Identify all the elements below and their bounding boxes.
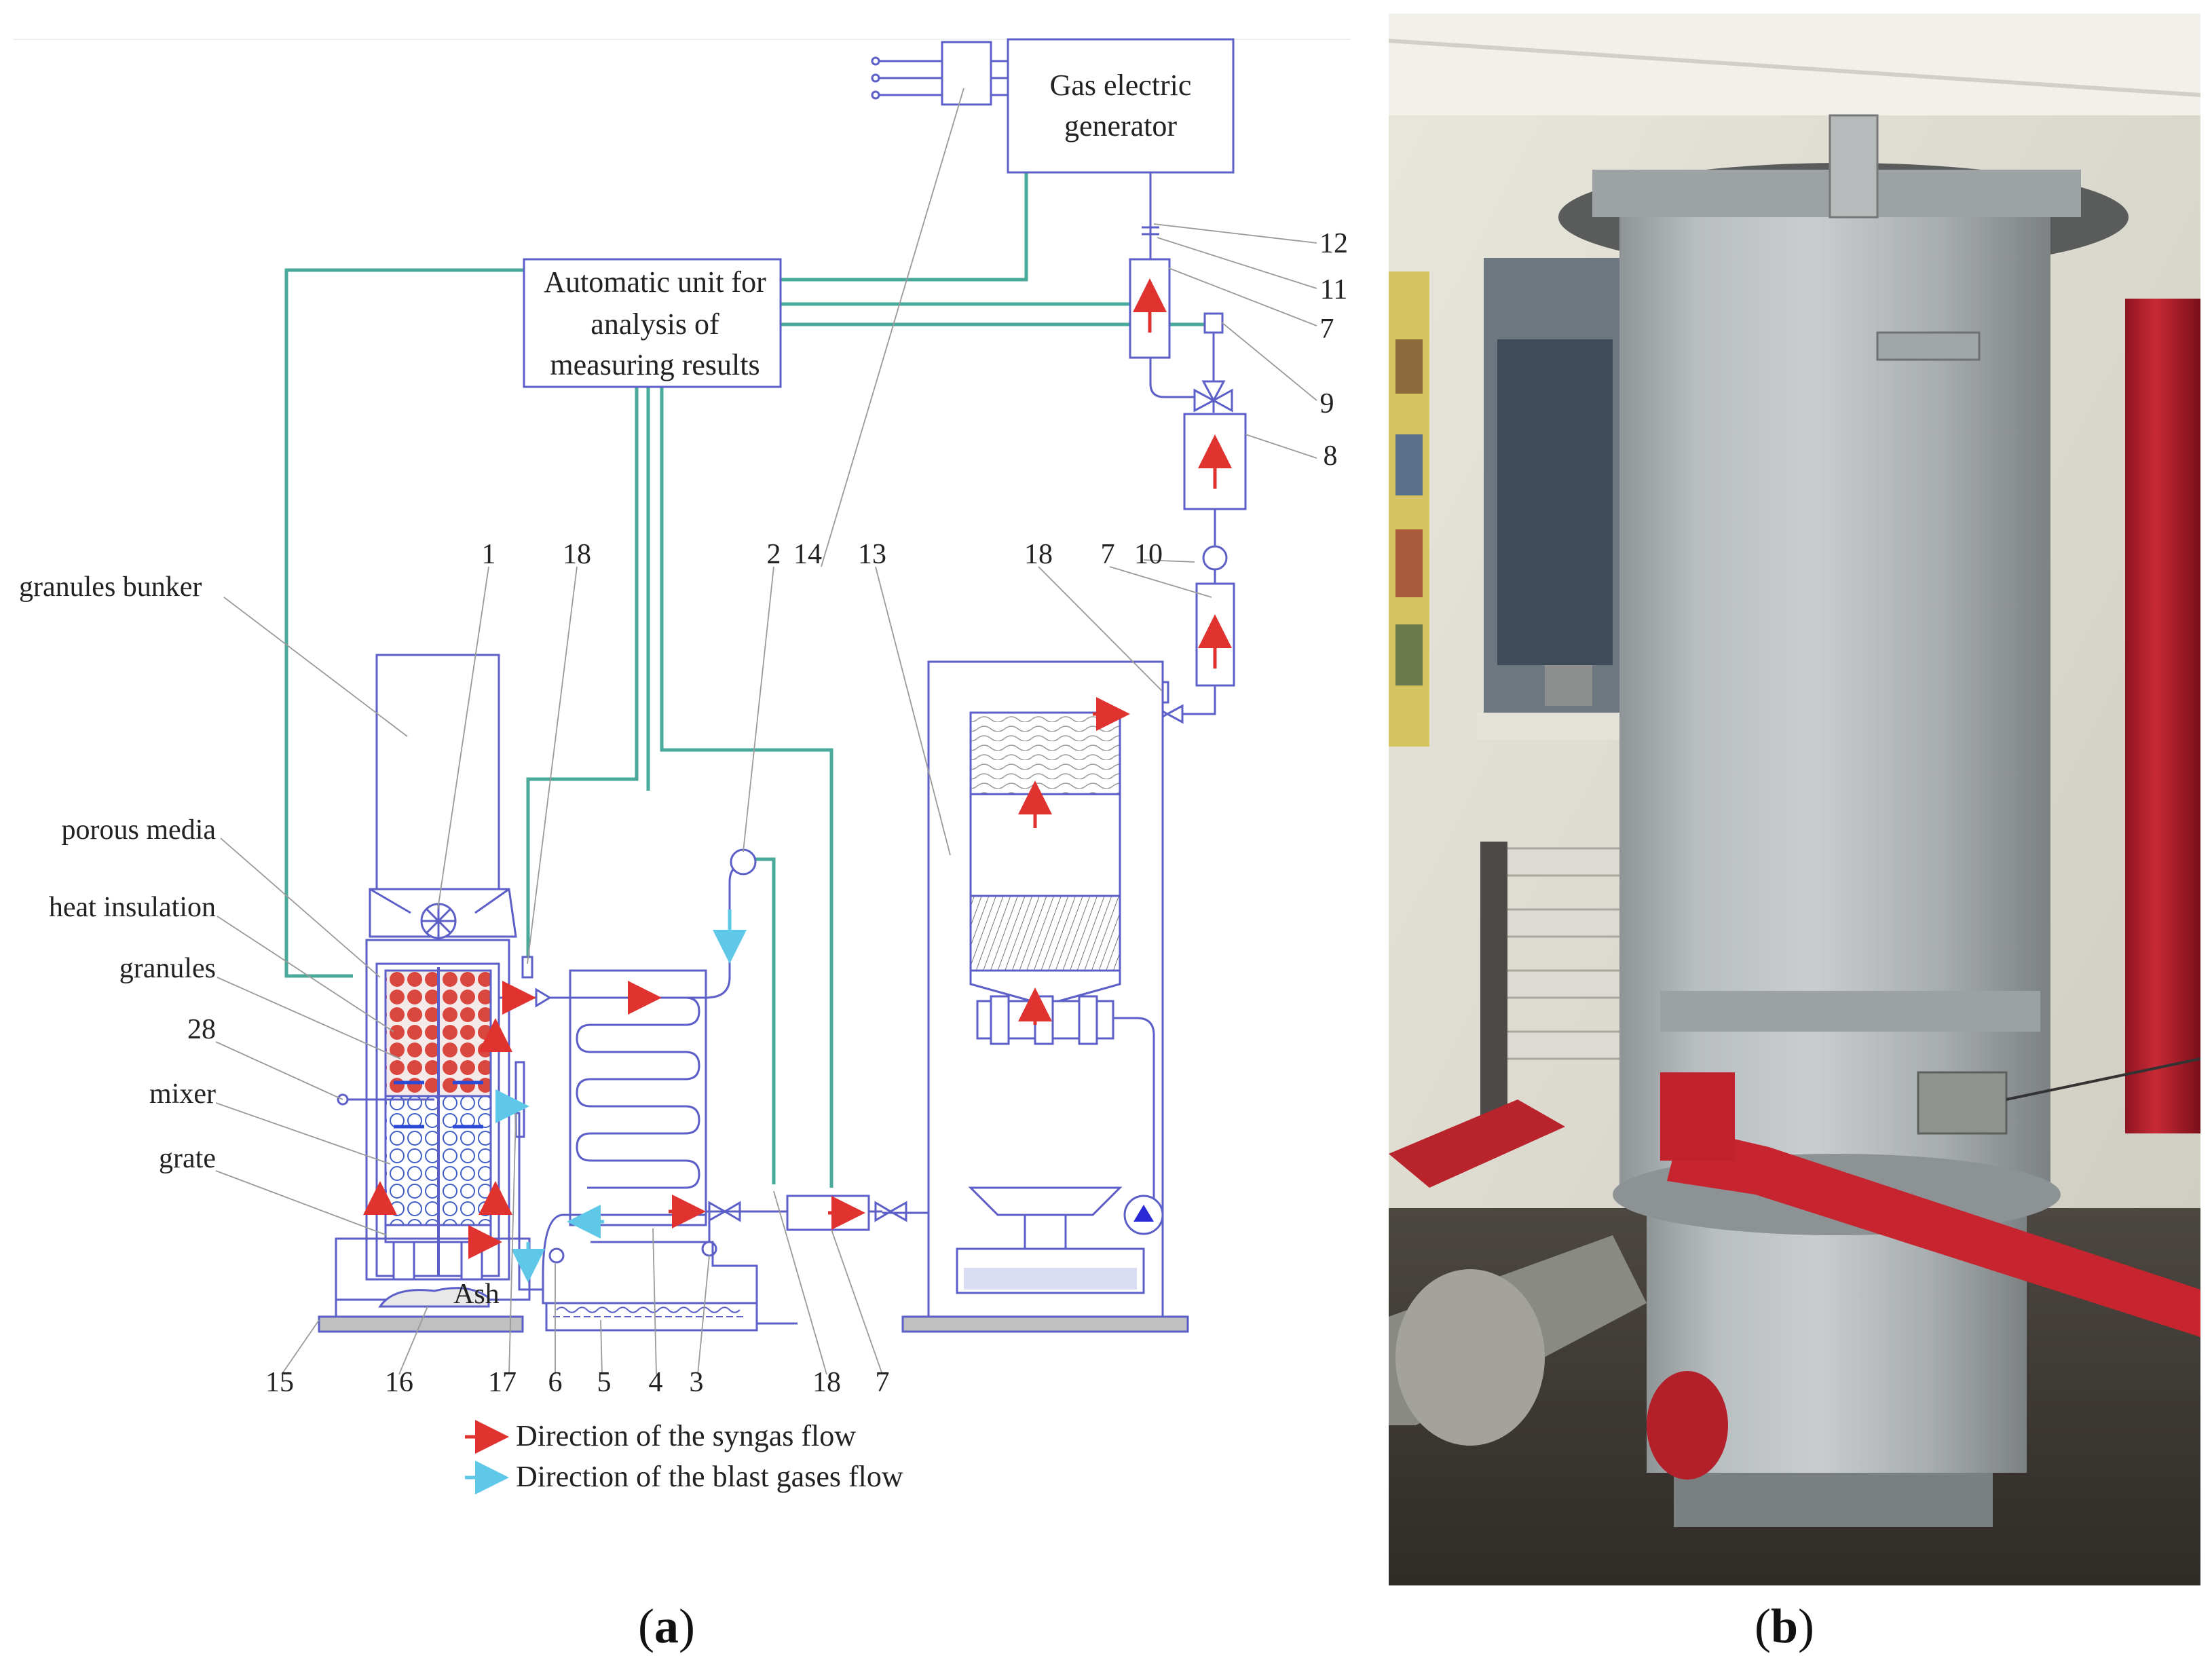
analysis-label-2: analysis of [591,307,719,341]
analysis-unit-box [523,258,782,388]
legend-blast-label: Direction of the blast gases flow [516,1460,903,1493]
analysis-label-3: measuring results [550,348,760,381]
coil-cooler [542,848,907,1332]
generator-label-1: Gas electric [1050,69,1192,102]
analysis-label-1: Automatic unit for [544,265,766,299]
num-3: 3 [690,1367,704,1398]
label-mixer: mixer [149,1078,216,1110]
legend-syngas-label: Direction of the syngas flow [516,1419,856,1452]
packing-lower [969,895,1121,972]
schematic-diagram: Gas electric generator Automatic unit fo… [14,38,1351,1495]
packing-upper [969,711,1121,795]
num-16: 16 [385,1367,413,1398]
generator-assembly [871,38,1235,174]
num-7-right: 7 [1101,539,1115,570]
granules-bunker [375,654,500,890]
number-labels: 12 11 7 9 8 1 18 2 14 13 18 7 10 15 16 1… [265,228,1348,1398]
num-1: 1 [482,539,496,570]
gasifier [318,654,543,1333]
label-heat-insulation: heat insulation [49,892,216,923]
num-2: 2 [767,539,781,570]
num-6: 6 [548,1367,563,1398]
num-7-top: 7 [1320,314,1334,345]
label-granules: granules [119,953,216,984]
num-5: 5 [597,1367,612,1398]
legend: Direction of the syngas flow Direction o… [465,1419,903,1495]
label-28: 28 [187,1014,216,1045]
label-granules-bunker: granules bunker [19,571,202,603]
caption-a: (a) [638,1599,695,1653]
signal-lines [284,173,1208,1188]
pump-10 [1202,545,1228,571]
mixer-blades [394,1080,483,1129]
num-11: 11 [1320,274,1347,305]
heater-coil [553,1307,743,1317]
num-15: 15 [265,1367,294,1398]
num-18-bottom: 18 [812,1367,841,1398]
caption-a-letter: a [654,1599,679,1653]
caption-b: (b) [1755,1599,1815,1653]
ash-label: Ash [453,1279,500,1310]
caption-b-letter: b [1770,1599,1799,1653]
num-9: 9 [1320,388,1334,419]
label-grate: grate [159,1143,216,1174]
label-porous-media: porous media [62,814,217,846]
num-12: 12 [1319,228,1348,259]
num-7-bottom: 7 [876,1367,890,1398]
num-10: 10 [1134,539,1163,570]
num-17: 17 [488,1367,517,1398]
num-18-right: 18 [1024,539,1053,570]
generator-label-2: generator [1064,109,1177,143]
gas-cleaning-chain [1129,172,1247,724]
num-18-top: 18 [563,539,591,570]
num-8: 8 [1324,440,1338,472]
num-13: 13 [858,539,886,570]
leader-lines [215,88,1317,1375]
num-14: 14 [793,539,822,570]
num-4: 4 [649,1367,663,1398]
generator-box [1007,38,1235,174]
gasifier-photo [1389,14,2200,1585]
